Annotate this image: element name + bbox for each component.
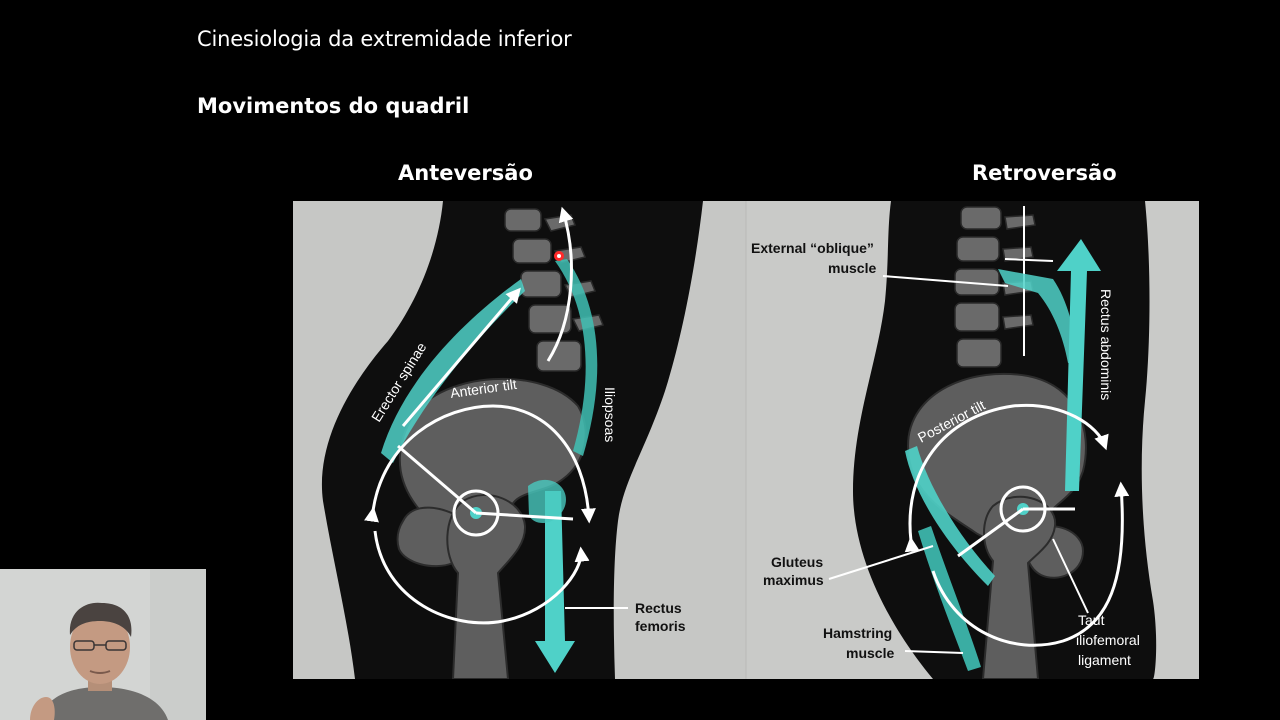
- label-hamstring-1: Hamstring: [823, 625, 892, 641]
- iliopsoas-muscle: [555, 259, 598, 456]
- label-gluteus-maximus-2: maximus: [763, 572, 824, 588]
- anteversion-panel: Erector spinae Anterior tilt Iliopsoas R…: [321, 201, 703, 679]
- label-rectus-abdominis: Rectus abdominis: [1098, 289, 1114, 400]
- lumbar-spine-right: [954, 206, 1036, 368]
- label-hamstring-2: muscle: [846, 645, 894, 661]
- label-ligament-2: iliofemoral: [1076, 632, 1140, 648]
- anterior-tilt-arc-arrow: [364, 404, 596, 524]
- hamstring-muscle: [918, 526, 981, 671]
- section-title: Movimentos do quadril: [197, 94, 470, 118]
- pelvic-tilt-illustration: Erector spinae Anterior tilt Iliopsoas R…: [293, 201, 1199, 679]
- label-ligament-3: ligament: [1078, 652, 1131, 668]
- femur-left: [446, 494, 527, 679]
- posterior-tilt-arc-arrow: [904, 403, 1109, 553]
- panel-heading-anteversion: Anteversão: [398, 161, 533, 185]
- course-title: Cinesiologia da extremidade inferior: [197, 27, 572, 51]
- presenter-webcam-overlay: [0, 569, 206, 720]
- presenter-icon: [30, 602, 168, 720]
- label-iliopsoas: Iliopsoas: [602, 387, 618, 442]
- label-external-oblique-1: External “oblique”: [751, 240, 874, 256]
- label-gluteus-maximus-1: Gluteus: [771, 554, 823, 570]
- panel-heading-retroversion: Retroversão: [972, 161, 1117, 185]
- external-oblique-muscle: [998, 269, 1078, 363]
- label-external-oblique-2: muscle: [828, 260, 876, 276]
- retroversion-panel: External “oblique” muscle Rectus abdomin…: [751, 201, 1157, 679]
- label-rectus-femoris-2: femoris: [635, 618, 686, 634]
- rectus-abdominis-muscle: [1057, 239, 1101, 491]
- label-rectus-femoris-1: Rectus: [635, 600, 682, 616]
- rectus-femoris-muscle: [535, 491, 575, 673]
- label-ligament-1: Taut: [1078, 612, 1105, 628]
